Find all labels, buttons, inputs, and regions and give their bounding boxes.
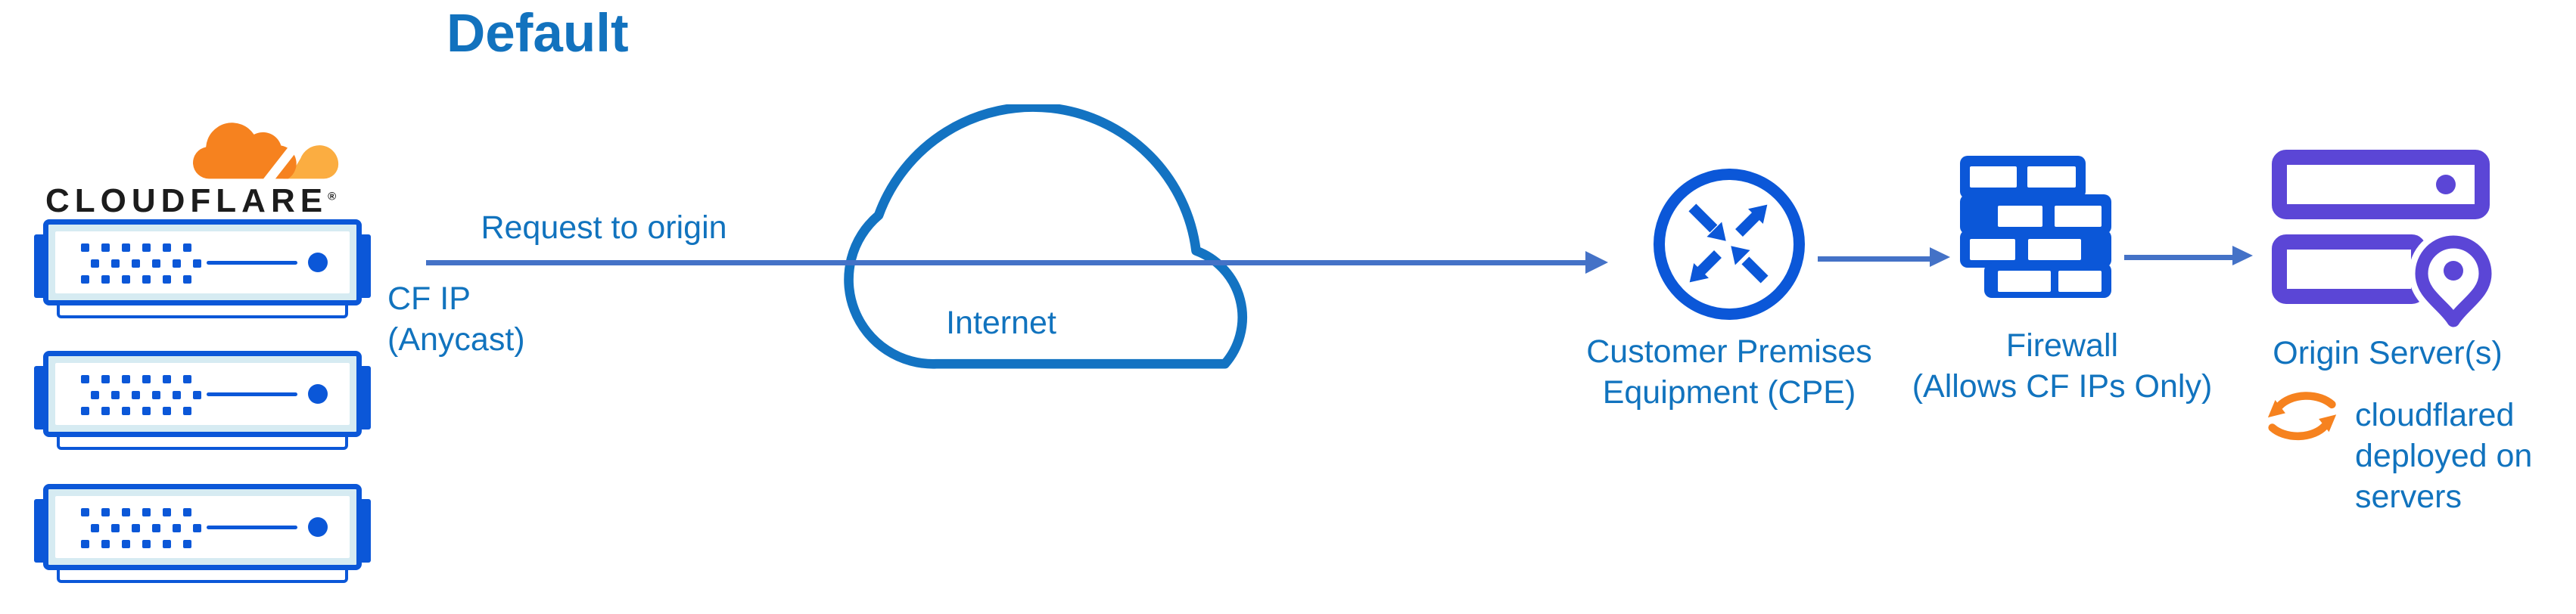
- server-power-dot: [308, 253, 328, 272]
- request-arrow-line: [426, 260, 1587, 265]
- internet-cloud-icon: [844, 104, 1247, 369]
- server-vent-dots-icon: [81, 243, 201, 284]
- edge-server-rack-icon: [34, 484, 371, 590]
- server-tray: [57, 305, 348, 318]
- location-pin-dot: [2444, 261, 2463, 281]
- server-power-dot: [308, 517, 328, 537]
- origin-servers-icon: [2272, 150, 2497, 330]
- registered-mark: ®: [328, 190, 337, 203]
- request-to-origin-label: Request to origin: [481, 209, 727, 246]
- internet-label: Internet: [946, 305, 1056, 341]
- server-dash-line: [207, 526, 297, 529]
- request-arrowhead: [1585, 251, 1608, 274]
- firewall-label: Firewall (Allows CF IPs Only): [1912, 327, 2213, 405]
- router-arrows-icon: [1688, 203, 1769, 284]
- cpe-to-firewall-arrowhead: [1930, 247, 1950, 267]
- location-pin-icon: [2415, 235, 2492, 327]
- cloudflare-wordmark: CLOUDFLARE®: [45, 182, 336, 220]
- cloudflared-sync-icon: [2267, 392, 2337, 441]
- diagram-title: Default: [446, 4, 629, 64]
- server-power-dot: [308, 384, 328, 404]
- cloudflared-note: cloudflared deployed on servers: [2355, 397, 2533, 515]
- firewall-to-origin-arrow-line: [2124, 255, 2235, 260]
- cpe-router-icon: [1654, 169, 1805, 320]
- server-dash-line: [207, 392, 297, 396]
- origin-servers-label: Origin Server(s): [2273, 335, 2503, 371]
- cloudflare-wordmark-text: CLOUDFLARE: [45, 182, 328, 219]
- server-vent-dots-icon: [81, 508, 201, 548]
- edge-server-rack-icon: [34, 351, 371, 457]
- cf-ip-anycast-label: CF IP (Anycast): [387, 281, 525, 358]
- firewall-icon: [1960, 156, 2111, 298]
- firewall-to-origin-arrowhead: [2232, 246, 2253, 265]
- cloudflare-logo-icon: [193, 122, 339, 186]
- edge-server-rack-icon: [34, 219, 371, 325]
- server-tray: [57, 570, 348, 583]
- cpe-to-firewall-arrow-line: [1818, 256, 1933, 262]
- server-vent-dots-icon: [81, 375, 201, 415]
- cpe-label: Customer Premises Equipment (CPE): [1586, 333, 1872, 411]
- server-tray: [57, 437, 348, 450]
- origin-server-dot: [2436, 175, 2456, 194]
- server-dash-line: [207, 261, 297, 265]
